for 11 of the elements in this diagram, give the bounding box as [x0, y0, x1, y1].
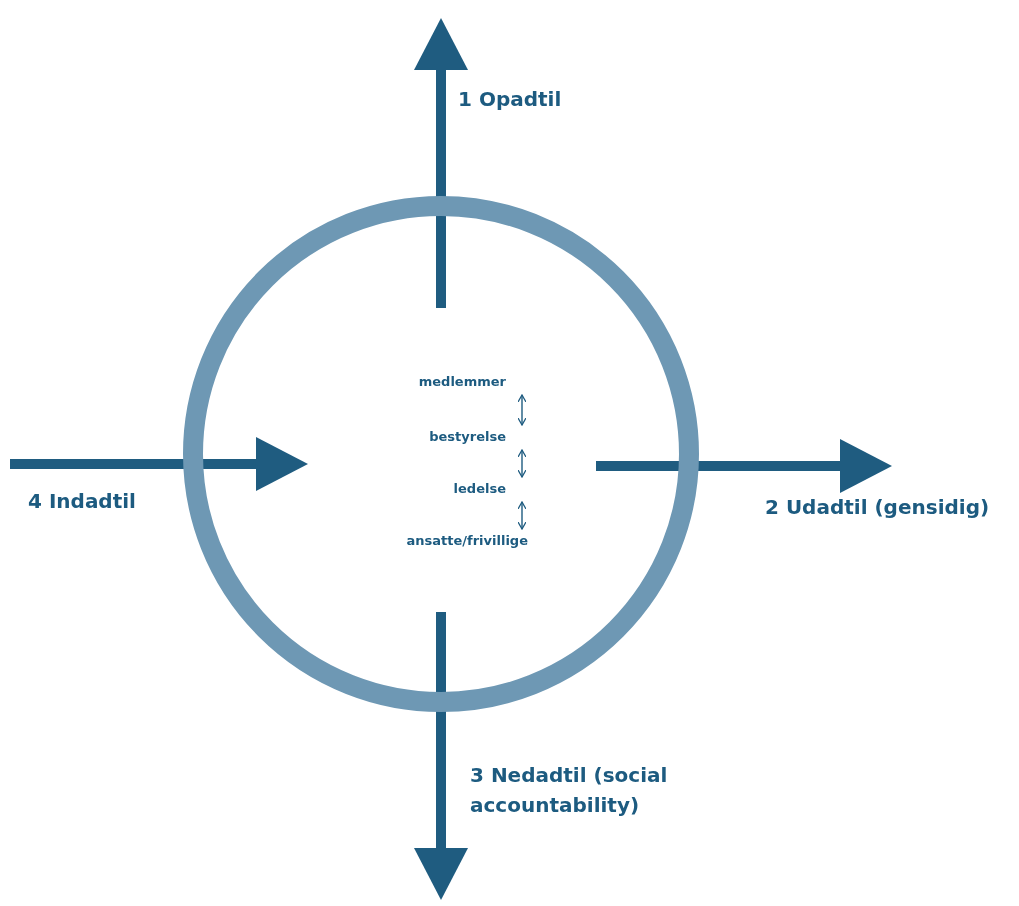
- double-arrow: [517, 449, 527, 478]
- direction-label: 4 Indadtil: [28, 488, 136, 515]
- direction-label: 1 Opadtil: [458, 86, 562, 113]
- level-label: medlemmer: [417, 373, 506, 391]
- level-label: ansatte/frivillige: [405, 532, 528, 550]
- level-label: bestyrelse: [428, 428, 506, 446]
- double-arrow: [517, 501, 527, 530]
- level-label: ledelse: [452, 480, 506, 498]
- double-arrow: [517, 394, 527, 426]
- direction-label: 3 Nedadtil (social accountability): [470, 762, 669, 819]
- direction-label: 2 Udadtil (gensidig): [765, 494, 990, 521]
